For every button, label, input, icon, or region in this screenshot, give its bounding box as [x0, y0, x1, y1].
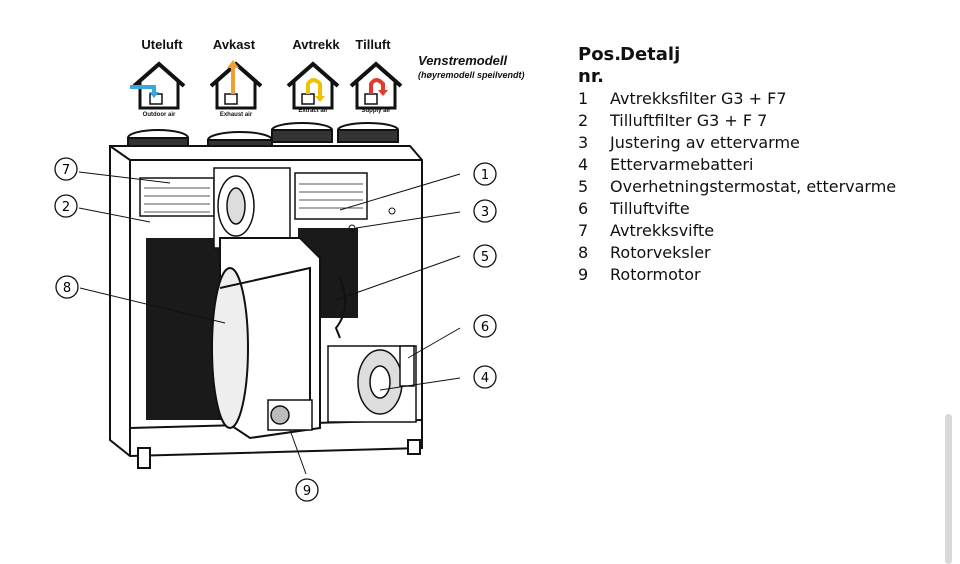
legend-item: 5 Overhetningstermostat, ettervarme	[578, 176, 896, 198]
extract-air-house-icon	[286, 61, 340, 110]
vertical-scrollbar[interactable]	[945, 414, 952, 564]
callout-9: 9	[303, 484, 311, 499]
callout-circle-9	[295, 478, 319, 502]
legend-item-number: 3	[578, 133, 589, 152]
extract-fan	[213, 167, 291, 249]
callout-circle-5	[473, 244, 497, 268]
supply-fan	[327, 345, 417, 423]
rotor-exchanger	[211, 237, 321, 440]
legend-item-label: Tilluftvifte	[610, 199, 690, 218]
legend-header: Pos. Detalj	[578, 44, 896, 66]
filters	[139, 172, 368, 220]
supply-air-caption: Supply air	[361, 108, 391, 114]
callout-2: 2	[62, 200, 70, 215]
callout-circle-3	[473, 199, 497, 223]
callout-circle-4	[473, 365, 497, 389]
legend-item: 1 Avtrekksfilter G3 + F7	[578, 88, 896, 110]
legend-nr-header: nr.	[578, 66, 604, 87]
legend-item-number: 2	[578, 111, 589, 130]
legend-item: 2 Tilluftfilter G3 + F 7	[578, 110, 896, 132]
thermostat-cable	[334, 277, 347, 339]
callout-4: 4	[481, 371, 489, 386]
callout-3: 3	[481, 205, 489, 220]
callout-circle-8	[55, 275, 79, 299]
label-extract-air: Avtrekk	[292, 37, 340, 52]
label-outdoor-air: Uteluft	[141, 37, 183, 52]
outdoor-air-house-icon	[130, 61, 186, 110]
callout-circle-6	[473, 314, 497, 338]
legend-item: 9 Rotormotor	[578, 264, 896, 286]
legend-item-label: Tilluftfilter G3 + F 7	[610, 111, 768, 130]
legend-item-number: 6	[578, 199, 589, 218]
label-exhaust-air: Avkast	[212, 37, 256, 52]
callout-circle-7	[54, 157, 78, 181]
legend-detail-header: Detalj	[620, 44, 681, 65]
exhaust-air-house-icon	[209, 60, 263, 110]
legend-item-label: Rotorveksler	[610, 243, 711, 262]
model-title: Venstremodell	[418, 53, 508, 68]
legend-item-label: Ettervarmebatteri	[610, 155, 754, 174]
callout-circle-2	[54, 194, 78, 218]
legend-item: 3 Justering av ettervarme	[578, 132, 896, 154]
callout-8: 8	[63, 281, 71, 296]
exhaust-air-caption: Exhaust air	[219, 112, 253, 118]
heater-adjust-knob	[348, 224, 356, 232]
callout-7: 7	[62, 163, 70, 178]
legend-list: 1 Avtrekksfilter G3 + F7 2 Tilluftfilter G3…	[578, 88, 896, 286]
legend-item-number: 7	[578, 221, 589, 240]
legend-item-number: 5	[578, 177, 589, 196]
legend-item-label: Overhetningstermostat, ettervarme	[610, 177, 897, 196]
label-supply-air: Tilluft	[355, 37, 391, 52]
outdoor-air-caption: Outdoor air	[142, 112, 176, 118]
legend: Pos. Detalj nr. 1 Avtrekksfilter G3 + F7 2…	[578, 44, 896, 286]
legend-item-number: 8	[578, 243, 589, 262]
callout-1: 1	[481, 168, 489, 183]
legend-item-label: Justering av ettervarme	[610, 133, 800, 152]
legend-pos-header: Pos.	[578, 44, 622, 65]
legend-item-label: Rotormotor	[610, 265, 701, 284]
callout-5: 5	[481, 250, 489, 265]
callout-6: 6	[481, 320, 489, 335]
legend-item: 4 Ettervarmebatteri	[578, 154, 896, 176]
legend-item: 6 Tilluftvifte	[578, 198, 896, 220]
model-subtitle: (høyremodell speilvendt)	[418, 70, 525, 80]
legend-item-number: 1	[578, 89, 589, 108]
legend-item-label: Avtrekksvifte	[610, 221, 715, 240]
extract-air-caption: Extract air	[298, 108, 328, 114]
legend-item-label: Avtrekksfilter G3 + F7	[610, 89, 787, 108]
legend-item: 8 Rotorveksler	[578, 242, 896, 264]
legend-item: 7 Avtrekksvifte	[578, 220, 896, 242]
callout-circle-1	[473, 162, 497, 186]
legend-item-number: 4	[578, 155, 589, 174]
legend-item-number: 9	[578, 265, 589, 284]
supply-air-house-icon	[349, 61, 403, 110]
ventilation-unit-diagram	[78, 122, 461, 475]
